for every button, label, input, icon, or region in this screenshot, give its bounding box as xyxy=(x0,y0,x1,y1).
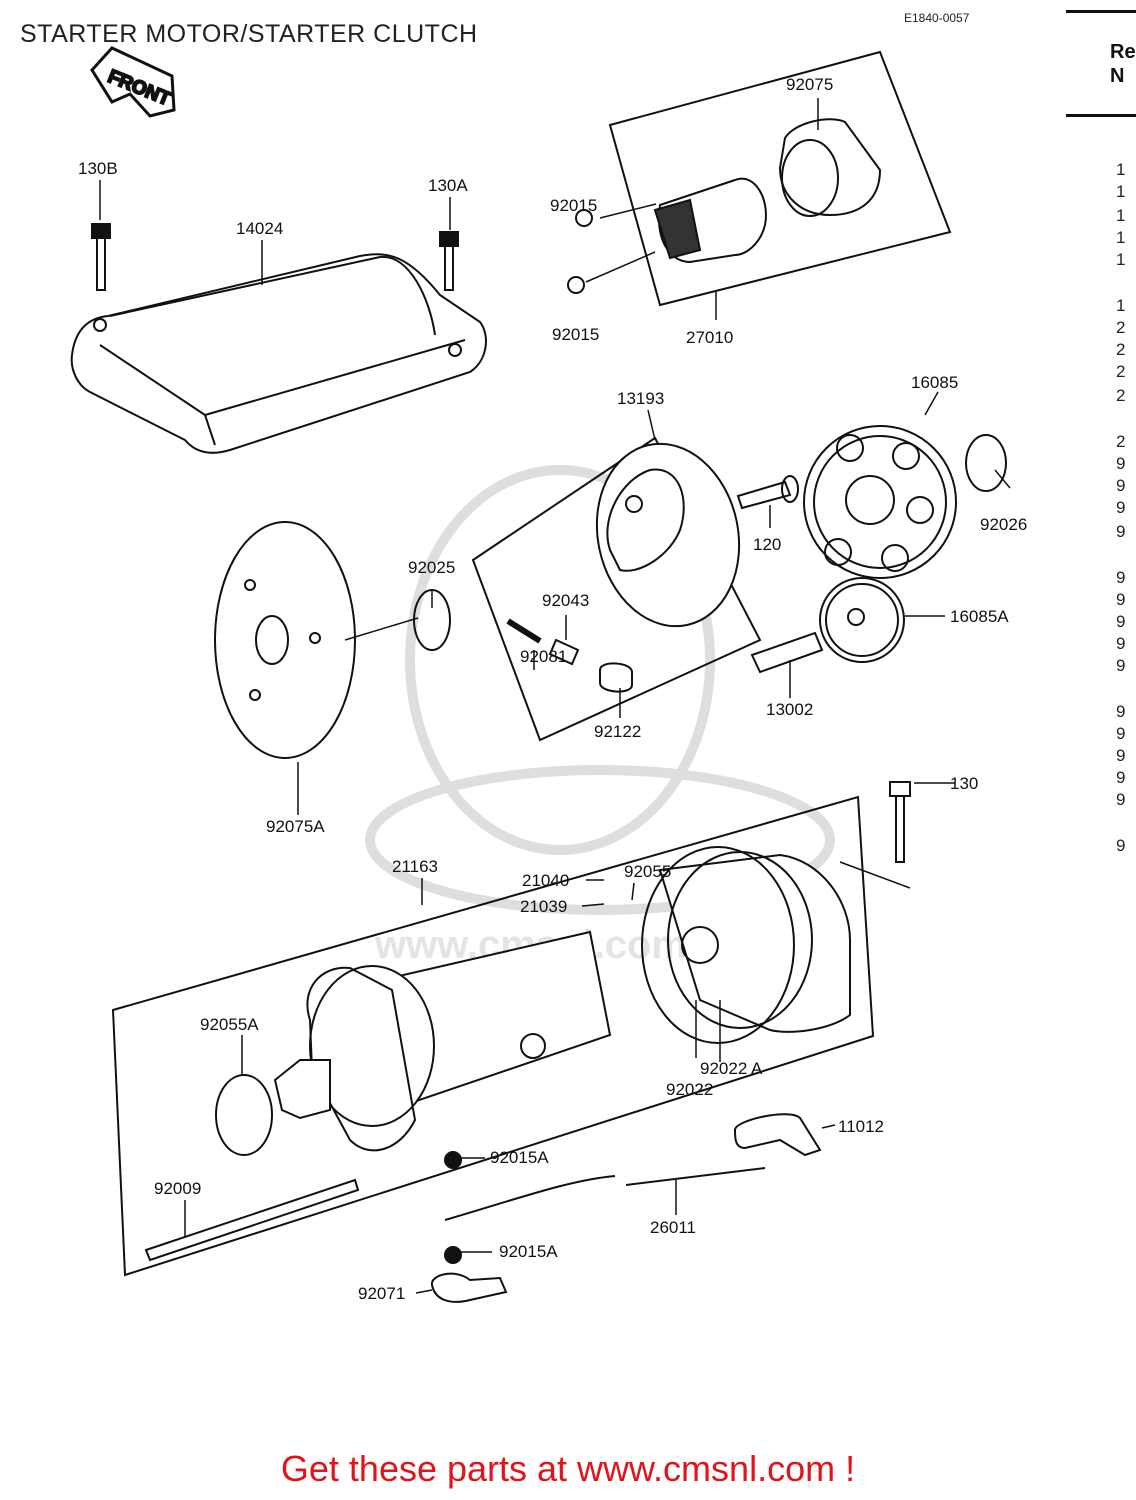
o-ring-part[interactable] xyxy=(641,846,795,1044)
part-label[interactable]: 92081 xyxy=(520,647,567,666)
part-label[interactable]: 92122 xyxy=(594,722,641,741)
part-label[interactable]: 11012 xyxy=(838,1117,884,1136)
ref-row: 9 xyxy=(1116,656,1126,675)
footer-link[interactable]: Get these parts at www.cmsnl.com ! xyxy=(280,1448,856,1489)
bolt-part[interactable] xyxy=(439,231,459,291)
ref-row: 9 xyxy=(1116,498,1126,517)
diagram-code: E1840-0057 xyxy=(904,11,970,25)
through-bolt-part[interactable] xyxy=(144,1178,360,1262)
nut-part[interactable] xyxy=(444,1246,462,1264)
part-labels: 130B 130A 14024 92075 92015 92015 27010 … xyxy=(78,75,1027,1303)
ref-row: 2 xyxy=(1116,362,1126,381)
part-label[interactable]: 21039 xyxy=(520,897,567,916)
front-arrow-icon: FRONT xyxy=(90,46,176,118)
starter-cable-part[interactable] xyxy=(444,1167,766,1221)
ref-row: 9 xyxy=(1116,634,1126,653)
starter-relay-box xyxy=(608,50,952,307)
ref-row: 9 xyxy=(1116,790,1126,809)
part-label[interactable]: 92075 xyxy=(786,75,833,94)
ref-row: 9 xyxy=(1116,768,1126,787)
ref-row: 9 xyxy=(1116,568,1126,587)
starter-clutch-part[interactable] xyxy=(580,430,755,639)
ref-row: 2 xyxy=(1116,386,1126,405)
part-label[interactable]: 92055 xyxy=(624,862,671,881)
page-title: STARTER MOTOR/STARTER CLUTCH xyxy=(20,20,478,48)
part-label[interactable]: 92026 xyxy=(980,515,1027,534)
shaft-part[interactable] xyxy=(750,631,824,674)
starter-motor-part[interactable] xyxy=(273,930,612,1152)
leader-lines xyxy=(99,98,1011,1294)
nut-part[interactable] xyxy=(444,1151,462,1169)
ref-row: 9 xyxy=(1116,746,1126,765)
pin-part[interactable] xyxy=(548,638,580,666)
reference-number-column: Re N 1 1 1 1 1 1 2 2 2 2 2 9 9 9 9 9 9 9 9 9 9 9 9 9 9 9 xyxy=(1066,0,1136,1500)
starter-clutch-box xyxy=(471,436,762,742)
nut-part[interactable] xyxy=(567,276,585,294)
washer-part[interactable] xyxy=(965,434,1007,492)
nut-part[interactable] xyxy=(575,209,593,227)
ref-row: 2 xyxy=(1116,318,1126,337)
part-label[interactable]: 92071 xyxy=(358,1284,405,1303)
starter-motor-box xyxy=(111,795,875,1277)
idle-gear-part[interactable] xyxy=(819,577,905,663)
ref-row: 2 xyxy=(1116,340,1126,359)
part-label[interactable]: 92015A xyxy=(490,1148,549,1167)
bolt-part[interactable] xyxy=(91,223,111,291)
part-label[interactable]: 92015A xyxy=(499,1242,558,1261)
ref-row: 9 xyxy=(1116,522,1126,541)
cover-part[interactable] xyxy=(70,253,487,454)
part-label[interactable]: 26011 xyxy=(650,1218,696,1237)
part-label[interactable]: 92075A xyxy=(266,817,325,836)
ref-row: 9 xyxy=(1116,454,1126,473)
terminal-cover-part[interactable] xyxy=(431,1272,508,1303)
starter-gear-part[interactable] xyxy=(803,425,957,579)
part-label[interactable]: 130 xyxy=(950,774,978,793)
o-ring-part[interactable] xyxy=(215,1074,273,1156)
part-label[interactable]: 92025 xyxy=(408,558,455,577)
part-label[interactable]: 16085 xyxy=(911,373,958,392)
part-label[interactable]: 14024 xyxy=(236,219,283,238)
ref-row: 1 xyxy=(1116,296,1126,315)
ref-row: 2 xyxy=(1116,432,1126,451)
ref-row: 9 xyxy=(1116,702,1126,721)
guide-plate-part[interactable] xyxy=(214,521,356,759)
relay-cover-part[interactable] xyxy=(778,118,882,217)
part-label[interactable]: 130B xyxy=(78,159,118,178)
part-label[interactable]: 27010 xyxy=(686,328,733,347)
terminal-cover-part[interactable] xyxy=(733,1113,822,1157)
ref-row: 9 xyxy=(1116,836,1126,855)
ref-row: 9 xyxy=(1116,612,1126,631)
spring-part[interactable] xyxy=(506,618,542,644)
starter-relay-part[interactable] xyxy=(653,177,767,264)
ref-row: 9 xyxy=(1116,724,1126,743)
part-label[interactable]: 21163 xyxy=(392,857,438,876)
part-label[interactable]: 130A xyxy=(428,176,468,195)
part-label[interactable]: 120 xyxy=(753,535,781,554)
part-label[interactable]: 13002 xyxy=(766,700,813,719)
part-label[interactable]: 16085A xyxy=(950,607,1009,626)
ref-row: 9 xyxy=(1116,590,1126,609)
end-cover-part[interactable] xyxy=(658,851,851,1033)
part-label[interactable]: 21040 xyxy=(522,871,569,890)
part-label[interactable]: 92009 xyxy=(154,1179,201,1198)
part-label[interactable]: 92022 xyxy=(666,1080,713,1099)
part-label[interactable]: 92022 A xyxy=(700,1059,763,1078)
part-label[interactable]: 13193 xyxy=(617,389,664,408)
ref-row: 1 xyxy=(1116,182,1126,201)
bolt-part[interactable] xyxy=(736,475,799,510)
part-label[interactable]: 92043 xyxy=(542,591,589,610)
ref-row: 9 xyxy=(1116,476,1126,495)
roller-part[interactable] xyxy=(599,662,633,693)
ref-column-header: Re N xyxy=(1110,41,1136,87)
part-label[interactable]: 92055A xyxy=(200,1015,259,1034)
part-label[interactable]: 92015 xyxy=(552,325,599,344)
ref-row: 1 xyxy=(1116,206,1126,225)
bolt-part[interactable] xyxy=(889,781,911,863)
ref-row: 1 xyxy=(1116,160,1126,179)
part-label[interactable]: 92015 xyxy=(550,196,597,215)
ref-row: 1 xyxy=(1116,228,1126,247)
ref-row: 1 xyxy=(1116,250,1126,269)
